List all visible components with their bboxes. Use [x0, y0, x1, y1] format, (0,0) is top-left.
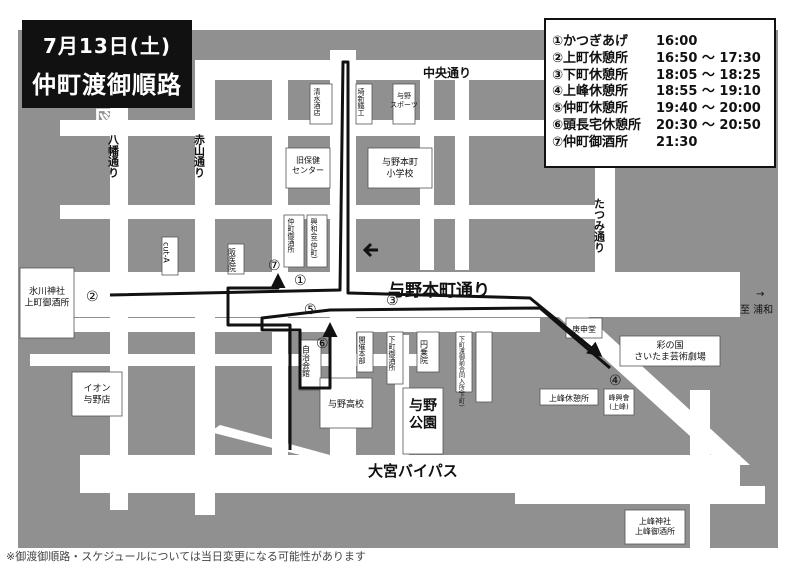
stop-marker-7: ⑦ [268, 258, 281, 274]
stop-marker-5: ⑤ [304, 302, 317, 318]
label-entsujoin: 円乗院 [420, 340, 429, 365]
road-label-tatsumi: たつみ通り [593, 198, 606, 253]
schedule-row: ②上町休憩所 16:50 〜 17:30 [552, 51, 768, 68]
procession-route [109, 60, 611, 450]
label-hankyo: 阪医院 [228, 248, 237, 273]
label-urawa: 至 浦和 [740, 303, 773, 316]
schedule-row-time: 16:50 〜 17:30 [656, 50, 761, 66]
label-cuta: cut-A [162, 242, 171, 263]
label-yono-koko: 与野高校 [328, 398, 364, 410]
title-box: 7月13日(土) 仲町渡御順路図 [22, 20, 192, 134]
route-segment-final [226, 273, 292, 450]
road-label-akayama: 赤山通り [193, 133, 206, 178]
schedule-row-label: ④上峰休憩所 [552, 84, 629, 100]
title-date: 7月13日(土) [42, 34, 172, 58]
label-kyu-hoken: 旧保健センター [292, 155, 324, 175]
direction-arrow-icon [362, 242, 378, 258]
label-nakamachi-gosake: 仲町御酒所 [287, 217, 295, 254]
schedule-row-label: ①かつぎあげ [552, 34, 629, 49]
label-kaisai: 開催本部 [358, 336, 366, 365]
schedule-row-time: 21:30 [656, 134, 698, 150]
label-koshindo: 庚申堂 [572, 324, 596, 334]
label-shimomachi-toko: 下町渡御前合同入所(下町) [458, 336, 465, 407]
road-label-chuo: 中央通り [423, 65, 471, 80]
label-shimomachi-gosake: 下町御酒所 [388, 336, 396, 372]
schedule-row-time: 19:40 〜 20:00 [656, 101, 761, 117]
label-yono-koen: 与野公園 [409, 398, 437, 432]
label-shogakko: 与野本町小学校 [382, 156, 418, 179]
building-blocks [19, 83, 721, 545]
schedule-row-time: 20:30 〜 20:50 [656, 117, 761, 133]
label-shimizu: 清水酒店 [313, 87, 321, 117]
route-segment-return [260, 306, 611, 390]
schedule-row: ④上峰休憩所 18:55 〜 19:10 [552, 84, 768, 101]
stop-marker-4: ④ [609, 373, 622, 389]
label-yono-sports: 与野スポーツ [390, 92, 418, 109]
label-shinshin: 埼新鐵工 [357, 87, 365, 116]
schedule-row: ⑥頭長宅休憩所 20:30 〜 20:50 [552, 118, 768, 135]
label-kouwakai: 興和会(仲町) [310, 217, 318, 259]
schedule-row-label: ⑦仲町御酒所 [552, 134, 629, 150]
stop-marker-2: ② [86, 289, 99, 305]
schedule-row-time: 18:05 〜 18:25 [656, 67, 761, 83]
label-mineyo: 峰興會(上峰) [609, 393, 630, 411]
schedule-row-label: ②上町休憩所 [552, 50, 629, 66]
schedule-row: ⑤仲町休憩所 19:40 〜 20:00 [552, 101, 768, 118]
footer-note: ※御渡御順路・スケジュールについては当日変更になる可能性があります [6, 550, 366, 563]
schedule-row-label: ⑤仲町休憩所 [552, 101, 629, 117]
stop-marker-6: ⑥ [316, 336, 329, 352]
road-label-omiya-bypass: 大宮バイパス [368, 462, 458, 480]
label-kamimine-rest: 上峰休憩所 [549, 393, 589, 403]
label-kamimine-shrine: 上峰神社上峰御酒所 [635, 516, 675, 536]
east-arrow-icon: → [756, 289, 764, 300]
schedule-row-time: 18:55 〜 19:10 [656, 84, 761, 100]
schedule-row: ①かつぎあげ 16:00 [552, 34, 768, 51]
route-segment-main [109, 60, 603, 357]
label-jichikaikan: 自治会館 [302, 344, 311, 378]
stop-marker-3: ③ [386, 293, 399, 309]
road-label-hachiman: 八幡通り [107, 134, 121, 178]
landmark-labels: 氷川神社上町御酒所 イオン与野店 cut-A 阪医院 旧保健センター 清水酒店 … [24, 87, 773, 536]
schedule-row-label: ⑥頭長宅休憩所 [552, 117, 642, 133]
schedule-row: ③下町休憩所 18:05 〜 18:25 [552, 68, 768, 85]
label-aeon: イオン与野店 [83, 383, 110, 405]
schedule-row: ⑦仲町御酒所 21:30 [552, 135, 768, 152]
label-saitama-art: 彩の国さいたま芸術劇場 [634, 340, 706, 362]
schedule-row-label: ③下町休憩所 [552, 67, 629, 83]
title-main: 仲町渡御順路図 [32, 71, 182, 134]
stop-markers: ① ② ③ ④ ⑤ ⑥ ⑦ [86, 258, 622, 389]
label-hikawa-shrine: 氷川神社上町御酒所 [24, 285, 69, 308]
schedule-row-time: 16:00 [656, 34, 698, 49]
schedule-legend: ①かつぎあげ 16:00 ②上町休憩所 16:50 〜 17:30 ③下町休憩所 18:0… [544, 18, 776, 168]
stop-marker-1: ① [294, 273, 307, 289]
